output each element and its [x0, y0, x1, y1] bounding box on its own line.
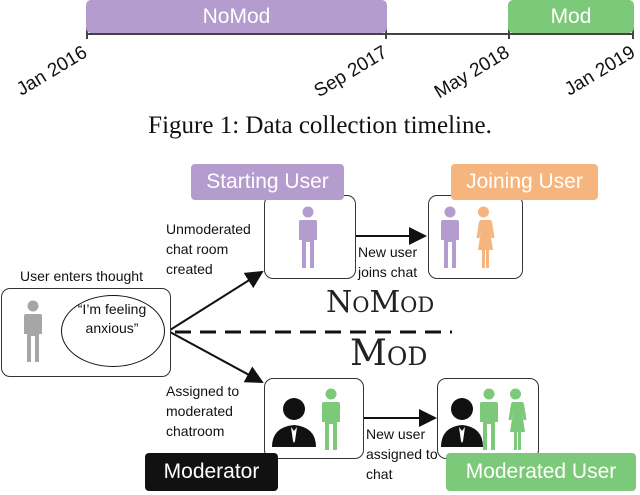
new-user-assigned-label: New user assigned to chat: [366, 426, 438, 482]
timeline: NoMod Mod Jan 2016 Sep 2017 May 2018 Jan…: [0, 0, 640, 105]
figure-caption: Figure 1: Data collection timeline.: [148, 112, 492, 139]
nomod-period-bar: NoMod: [86, 0, 387, 33]
nomod-title: NoMod: [326, 285, 435, 320]
new-user-joins-label: New user joins chat: [358, 244, 418, 280]
mod-period-label: Mod: [550, 4, 592, 28]
nomod-period-label: NoMod: [202, 4, 271, 28]
timeline-axis: [86, 33, 634, 35]
joining-user-orange-icon: [476, 206, 495, 268]
assigned-label: Assigned to moderated chatroom: [166, 383, 240, 439]
arrow-to-unmoderated: [169, 270, 264, 331]
user-enters-thought-label: User enters thought: [20, 268, 143, 284]
tick-may-2018: [508, 27, 510, 39]
moderated-user-woman-icon: [508, 388, 527, 450]
arrow-to-moderated: [169, 331, 264, 383]
joining-user-tag-label: Joining User: [466, 170, 583, 193]
joining-user-purple-icon: [441, 206, 459, 268]
starting-user-icon: [299, 206, 317, 268]
moderator-icon-1: [272, 398, 316, 447]
thought-text: “I’m feeling anxious”: [77, 301, 147, 336]
moderated-user-tag-label: Moderated User: [465, 460, 617, 483]
tick-jan-2016: [86, 27, 88, 39]
gray-user-icon: [24, 300, 42, 362]
moderator-tag: Moderator: [145, 453, 278, 491]
thought-bubble: [61, 295, 165, 367]
moderated-user-man-icon: [480, 388, 498, 450]
moderated-user-tag: Moderated User: [446, 453, 636, 491]
mod-period-bar: Mod: [508, 0, 634, 33]
moderator-icon-2: [441, 398, 483, 447]
mod-title: Mod: [350, 333, 428, 374]
tick-sep-2017: [385, 27, 387, 39]
moderator-tag-label: Moderator: [163, 460, 260, 483]
joining-user-tag: Joining User: [451, 164, 598, 200]
unmoderated-label: Unmoderated chat room created: [166, 221, 251, 277]
moderator-room-user-icon: [322, 388, 340, 450]
tick-jan-2019: [632, 27, 634, 39]
starting-user-tag-label: Starting User: [206, 170, 329, 193]
starting-user-tag: Starting User: [191, 164, 344, 200]
